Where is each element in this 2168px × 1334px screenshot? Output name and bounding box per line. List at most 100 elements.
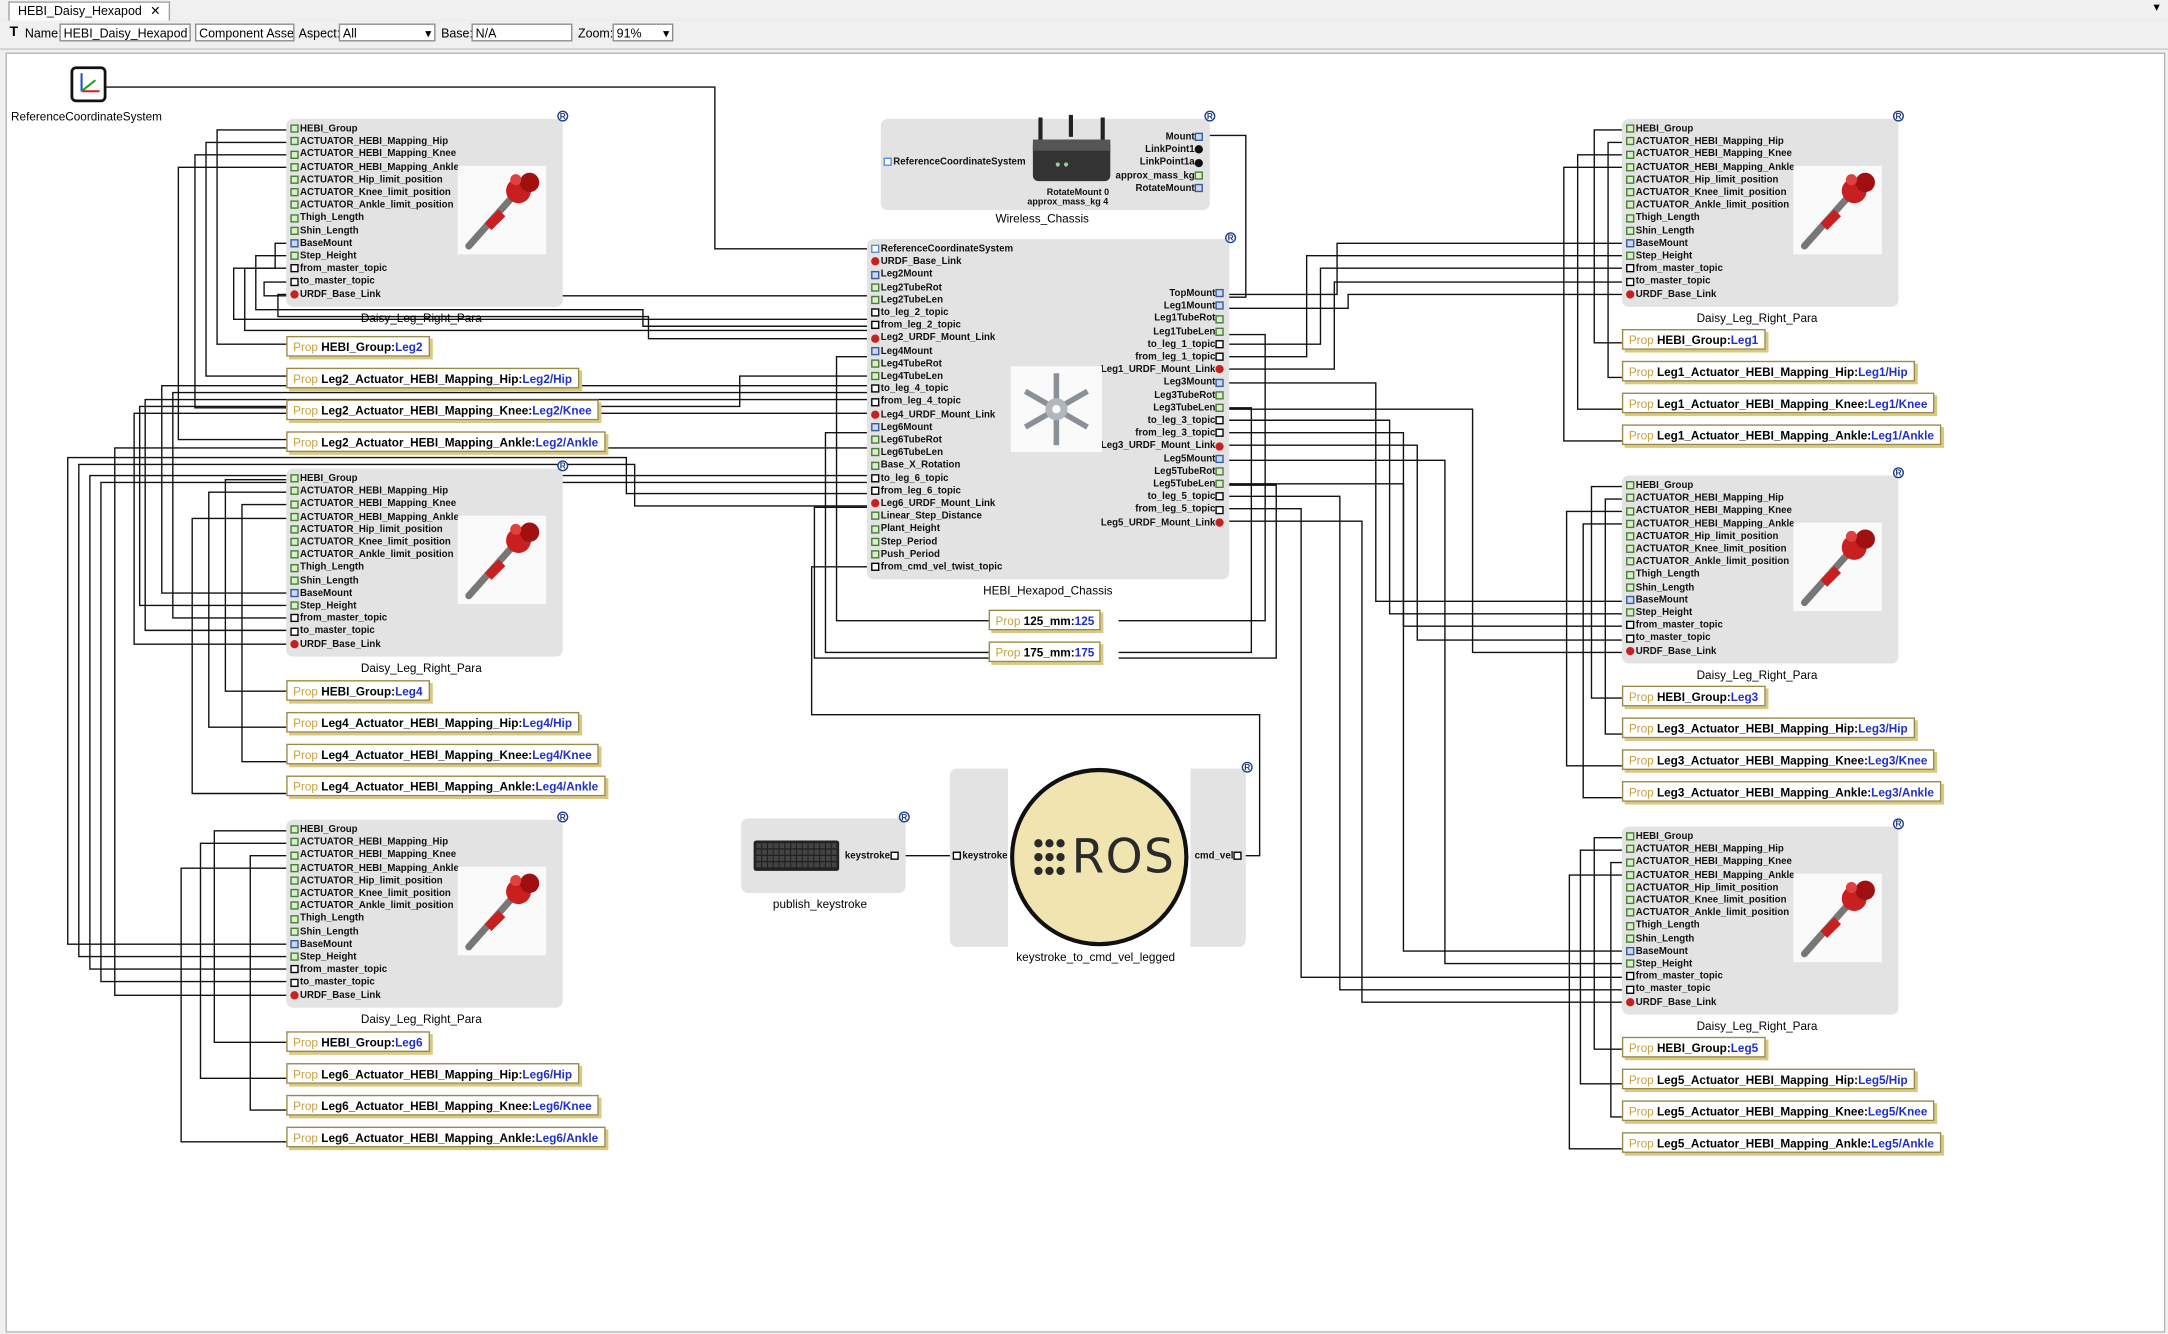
prop-leg6-2[interactable]: Prop Leg6_Actuator_HEBI_Mapping_Knee:Leg… [286, 1094, 599, 1116]
port-leg4-step_height[interactable]: Step_Height [290, 600, 357, 612]
port-leg3-basemount[interactable]: BaseMount [1626, 594, 1688, 606]
port-chassis-to_leg_2_topic[interactable]: to_leg_2_topic [871, 307, 949, 319]
prop-leg5-0[interactable]: Prop HEBI_Group:Leg5 [1621, 1036, 1766, 1058]
port-chassis-plant_height[interactable]: Plant_Height [871, 523, 940, 535]
port-wireless-linkpoint1[interactable]: LinkPoint1 [1145, 144, 1204, 156]
port-leg1-actuator_hebi_mapping_ankle[interactable]: ACTUATOR_HEBI_Mapping_Ankle [1626, 161, 1795, 173]
reference-coordinate-system-icon[interactable] [70, 66, 107, 103]
port-chassis-leg4tuberot[interactable]: Leg4TubeRot [871, 358, 942, 370]
port-chassis-topmount[interactable]: TopMount [1169, 288, 1225, 300]
port-leg5-actuator_hebi_mapping_hip[interactable]: ACTUATOR_HEBI_Mapping_Hip [1626, 844, 1784, 856]
port-leg1-actuator_ankle_limit_position[interactable]: ACTUATOR_Ankle_limit_position [1626, 199, 1789, 211]
prop-leg1-1[interactable]: Prop Leg1_Actuator_HEBI_Mapping_Hip:Leg1… [1621, 360, 1915, 382]
port-wireless-approx_mass_kg[interactable]: approx_mass_kg [1116, 169, 1205, 181]
port-leg3-step_height[interactable]: Step_Height [1626, 607, 1692, 619]
close-icon[interactable]: ✕ [150, 4, 161, 18]
port-leg6-actuator_hebi_mapping_knee[interactable]: ACTUATOR_HEBI_Mapping_Knee [290, 849, 456, 861]
prop-leg3-0[interactable]: Prop HEBI_Group:Leg3 [1621, 685, 1766, 707]
port-leg6-urdf_base_link[interactable]: URDF_Base_Link [290, 989, 381, 1001]
port-chassis-leg1_urdf_mount_link[interactable]: Leg1_URDF_Mount_Link [1101, 364, 1225, 376]
port-leg2-from_master_topic[interactable]: from_master_topic [290, 263, 387, 275]
port-chassis-leg3mount[interactable]: Leg3Mount [1164, 377, 1225, 389]
prop-leg5-2[interactable]: Prop Leg5_Actuator_HEBI_Mapping_Knee:Leg… [1621, 1100, 1935, 1122]
prop-leg6-0[interactable]: Prop HEBI_Group:Leg6 [286, 1031, 430, 1053]
port-chassis-leg5tubelen[interactable]: Leg5TubeLen [1153, 478, 1225, 490]
name-input[interactable]: HEBI_Daisy_Hexapod [59, 23, 191, 42]
port-leg6-thigh_length[interactable]: Thigh_Length [290, 913, 364, 925]
port-leg5-hebi_group[interactable]: HEBI_Group [1626, 831, 1693, 843]
port-leg6-step_height[interactable]: Step_Height [290, 951, 357, 963]
port-chassis-leg3tuberot[interactable]: Leg3TubeRot [1154, 389, 1225, 401]
port-keyboard-keystroke[interactable]: keystroke [845, 850, 900, 862]
port-chassis-leg2tuberot[interactable]: Leg2TubeRot [871, 281, 942, 293]
port-leg5-actuator_hebi_mapping_knee[interactable]: ACTUATOR_HEBI_Mapping_Knee [1626, 856, 1792, 868]
port-chassis-to_leg_4_topic[interactable]: to_leg_4_topic [871, 383, 949, 395]
port-leg5-thigh_length[interactable]: Thigh_Length [1626, 920, 1700, 932]
port-leg2-basemount[interactable]: BaseMount [290, 237, 352, 249]
port-leg1-from_master_topic[interactable]: from_master_topic [1626, 263, 1723, 275]
port-leg4-actuator_ankle_limit_position[interactable]: ACTUATOR_Ankle_limit_position [290, 549, 454, 561]
port-leg6-shin_length[interactable]: Shin_Length [290, 926, 359, 938]
port-chassis-from_cmd_vel_twist_topic[interactable]: from_cmd_vel_twist_topic [871, 561, 1002, 573]
port-leg5-from_master_topic[interactable]: from_master_topic [1626, 971, 1723, 983]
port-chassis-to_leg_6_topic[interactable]: to_leg_6_topic [871, 472, 949, 484]
port-chassis-referencecoordinatesystem[interactable]: ReferenceCoordinateSystem [871, 243, 1013, 255]
port-leg4-to_master_topic[interactable]: to_master_topic [290, 625, 375, 637]
port-leg5-to_master_topic[interactable]: to_master_topic [1626, 983, 1711, 995]
prop-leg1-0[interactable]: Prop HEBI_Group:Leg1 [1621, 329, 1766, 350]
port-leg4-shin_length[interactable]: Shin_Length [290, 575, 359, 587]
port-wireless-reference-coordinate-system[interactable]: ReferenceCoordinateSystem [883, 156, 1026, 168]
prop-leg6-3[interactable]: Prop Leg6_Actuator_HEBI_Mapping_Ankle:Le… [286, 1126, 606, 1148]
prop-leg1-2[interactable]: Prop Leg1_Actuator_HEBI_Mapping_Knee:Leg… [1621, 392, 1935, 414]
port-leg4-hebi_group[interactable]: HEBI_Group [290, 473, 358, 485]
port-leg6-actuator_hip_limit_position[interactable]: ACTUATOR_Hip_limit_position [290, 875, 443, 887]
port-leg3-actuator_knee_limit_position[interactable]: ACTUATOR_Knee_limit_position [1626, 543, 1786, 555]
port-chassis-leg3tubelen[interactable]: Leg3TubeLen [1153, 402, 1225, 414]
chevron-down-icon[interactable]: ▾ [2153, 0, 2160, 14]
port-leg2-hebi_group[interactable]: HEBI_Group [290, 123, 358, 135]
port-leg2-actuator_knee_limit_position[interactable]: ACTUATOR_Knee_limit_position [290, 187, 451, 199]
port-leg2-actuator_hip_limit_position[interactable]: ACTUATOR_Hip_limit_position [290, 174, 443, 186]
port-chassis-step_period[interactable]: Step_Period [871, 536, 937, 548]
port-leg1-actuator_hebi_mapping_hip[interactable]: ACTUATOR_HEBI_Mapping_Hip [1626, 136, 1784, 148]
port-chassis-leg1mount[interactable]: Leg1Mount [1164, 300, 1225, 312]
port-leg4-actuator_hip_limit_position[interactable]: ACTUATOR_Hip_limit_position [290, 524, 443, 536]
port-leg6-hebi_group[interactable]: HEBI_Group [290, 824, 358, 836]
port-leg2-actuator_hebi_mapping_hip[interactable]: ACTUATOR_HEBI_Mapping_Hip [290, 136, 448, 148]
port-leg5-step_height[interactable]: Step_Height [1626, 958, 1692, 970]
port-leg3-actuator_hip_limit_position[interactable]: ACTUATOR_Hip_limit_position [1626, 531, 1778, 543]
port-wireless-mount[interactable]: Mount [1166, 131, 1205, 143]
port-leg4-actuator_knee_limit_position[interactable]: ACTUATOR_Knee_limit_position [290, 536, 451, 548]
port-leg4-actuator_hebi_mapping_knee[interactable]: ACTUATOR_HEBI_Mapping_Knee [290, 498, 456, 510]
prop-leg2-1[interactable]: Prop Leg2_Actuator_HEBI_Mapping_Hip:Leg2… [286, 367, 579, 389]
port-chassis-leg2tubelen[interactable]: Leg2TubeLen [871, 294, 943, 306]
port-leg3-hebi_group[interactable]: HEBI_Group [1626, 480, 1693, 492]
prop-leg2-0[interactable]: Prop HEBI_Group:Leg2 [286, 335, 430, 357]
port-leg1-step_height[interactable]: Step_Height [1626, 250, 1692, 262]
prop-leg4-1[interactable]: Prop Leg4_Actuator_HEBI_Mapping_Hip:Leg4… [286, 711, 579, 733]
base-input[interactable]: N/A [471, 23, 573, 42]
port-leg6-actuator_knee_limit_position[interactable]: ACTUATOR_Knee_limit_position [290, 888, 451, 900]
port-chassis-linear_step_distance[interactable]: Linear_Step_Distance [871, 510, 982, 522]
prop-leg3-2[interactable]: Prop Leg3_Actuator_HEBI_Mapping_Knee:Leg… [1621, 749, 1935, 770]
prop-leg3-1[interactable]: Prop Leg3_Actuator_HEBI_Mapping_Hip:Leg3… [1621, 717, 1915, 739]
port-leg2-shin_length[interactable]: Shin_Length [290, 225, 359, 237]
port-chassis-to_leg_5_topic[interactable]: to_leg_5_topic [1148, 491, 1225, 503]
prop-mm-1[interactable]: Prop 175_mm:175 [988, 641, 1102, 663]
port-leg4-from_master_topic[interactable]: from_master_topic [290, 613, 387, 625]
port-chassis-leg5mount[interactable]: Leg5Mount [1164, 453, 1225, 465]
prop-leg1-3[interactable]: Prop Leg1_Actuator_HEBI_Mapping_Ankle:Le… [1621, 424, 1941, 446]
zoom-select[interactable]: 91% [612, 23, 674, 42]
port-chassis-leg4tubelen[interactable]: Leg4TubeLen [871, 370, 943, 382]
port-leg5-actuator_hip_limit_position[interactable]: ACTUATOR_Hip_limit_position [1626, 882, 1778, 894]
port-chassis-leg6mount[interactable]: Leg6Mount [871, 421, 932, 433]
text-tool-icon[interactable]: T [9, 24, 19, 41]
port-chassis-leg1tubelen[interactable]: Leg1TubeLen [1153, 326, 1225, 338]
port-leg5-basemount[interactable]: BaseMount [1626, 945, 1688, 957]
port-leg3-actuator_hebi_mapping_hip[interactable]: ACTUATOR_HEBI_Mapping_Hip [1626, 492, 1784, 504]
port-leg5-actuator_ankle_limit_position[interactable]: ACTUATOR_Ankle_limit_position [1626, 907, 1789, 919]
port-chassis-to_leg_1_topic[interactable]: to_leg_1_topic [1148, 338, 1225, 350]
port-leg4-thigh_length[interactable]: Thigh_Length [290, 562, 364, 574]
port-ros-cmd-vel[interactable]: cmd_vel [1195, 850, 1243, 862]
prop-leg2-2[interactable]: Prop Leg2_Actuator_HEBI_Mapping_Knee:Leg… [286, 399, 599, 421]
